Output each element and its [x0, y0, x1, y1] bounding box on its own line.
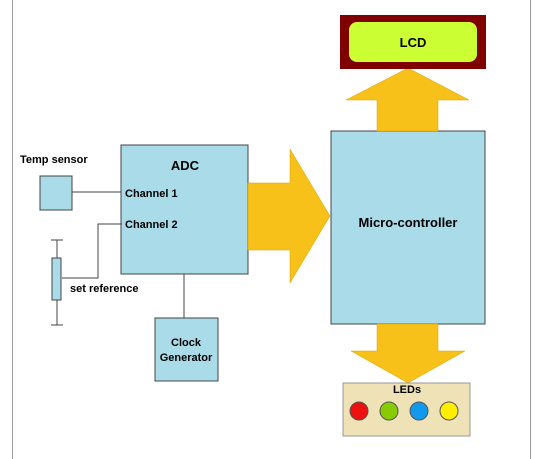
mcu-to-lcd-arrow: [345, 67, 470, 132]
adc-to-mcu-arrow: [247, 148, 331, 284]
temp-sensor-block: [39, 175, 73, 211]
clock-label-line2: Generator: [160, 352, 213, 364]
led-green: [379, 401, 399, 421]
microcontroller-block: [330, 130, 486, 325]
lcd-screen: [349, 22, 477, 62]
adc-channel1-label: Channel 1: [125, 188, 178, 200]
lcd-label: LCD: [400, 35, 427, 50]
set-reference-label: set reference: [70, 283, 139, 295]
potentiometer-block: [51, 257, 62, 301]
adc-channel2-label: Channel 2: [125, 219, 178, 231]
reference-wire: [62, 223, 122, 279]
mcu-to-leds-arrow: [350, 323, 466, 384]
led-red: [349, 401, 369, 421]
microcontroller-label: Micro-controller: [359, 215, 458, 230]
adc-title: ADC: [171, 158, 200, 173]
led-yellow: [439, 401, 459, 421]
clock-label-line1: Clock: [171, 337, 202, 349]
adc-block: [120, 144, 249, 275]
led-blue: [409, 401, 429, 421]
temp-sensor-label: Temp sensor: [20, 154, 88, 166]
clock-generator-block: [154, 317, 219, 382]
leds-label: LEDs: [393, 384, 421, 396]
